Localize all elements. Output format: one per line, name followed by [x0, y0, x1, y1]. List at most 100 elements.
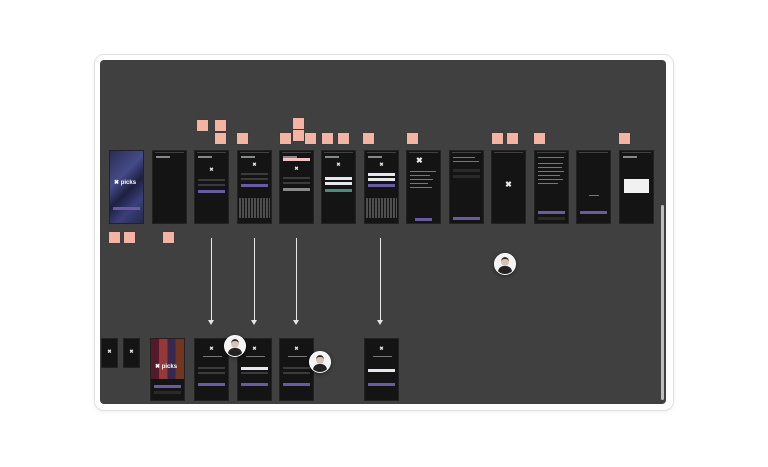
- input-field[interactable]: [368, 173, 395, 176]
- sticky-note[interactable]: [534, 133, 545, 144]
- sticky-note[interactable]: [363, 133, 374, 144]
- screen-mini[interactable]: ✖: [101, 338, 118, 368]
- avatar[interactable]: [224, 335, 246, 357]
- arrow-down-icon: [377, 238, 383, 325]
- screen-terms[interactable]: [534, 150, 569, 224]
- input-field[interactable]: [325, 177, 352, 180]
- input-field[interactable]: [241, 372, 268, 374]
- continue-button[interactable]: [283, 188, 310, 191]
- continue-button[interactable]: [580, 211, 607, 214]
- splash-button[interactable]: [113, 207, 140, 210]
- sticky-note[interactable]: [215, 133, 226, 144]
- continue-button[interactable]: [283, 383, 310, 386]
- sticky-note[interactable]: [163, 232, 174, 243]
- input-field[interactable]: [198, 372, 225, 374]
- screen-dialog[interactable]: [619, 150, 654, 224]
- modal-dialog[interactable]: [624, 179, 649, 193]
- status-bar: [452, 152, 481, 155]
- sticky-note[interactable]: [124, 232, 135, 243]
- status-bar: [155, 152, 184, 155]
- screen-loading[interactable]: ✖: [491, 150, 526, 224]
- design-canvas[interactable]: ✖ picks ✖ ✖ ✖ ✖: [100, 60, 666, 404]
- sticky-note[interactable]: [237, 133, 248, 144]
- sticky-note[interactable]: [322, 133, 333, 144]
- screen-select-options[interactable]: [449, 150, 484, 224]
- input-field[interactable]: [241, 367, 268, 370]
- sticky-note[interactable]: [407, 133, 418, 144]
- screen-empty[interactable]: [576, 150, 611, 224]
- sticky-note[interactable]: [305, 133, 316, 144]
- text-line: [410, 187, 432, 188]
- text-line: [589, 195, 599, 196]
- input-field[interactable]: [325, 182, 352, 185]
- input-field[interactable]: [241, 178, 268, 180]
- keyboard[interactable]: [239, 198, 270, 218]
- status-bar: [537, 152, 566, 155]
- screen-header: [198, 156, 212, 158]
- input-field[interactable]: [198, 179, 225, 181]
- screen-onboarding-intro[interactable]: ✖: [406, 150, 441, 224]
- input-field[interactable]: [283, 177, 310, 179]
- sticky-note[interactable]: [492, 133, 503, 144]
- avatar[interactable]: [494, 253, 516, 275]
- continue-button[interactable]: [241, 383, 268, 386]
- continue-button[interactable]: [368, 383, 395, 386]
- screen-welcome-form[interactable]: ✖: [194, 150, 229, 224]
- vertical-scrollbar[interactable]: [661, 205, 664, 400]
- decline-button[interactable]: [538, 217, 565, 220]
- text-line: [538, 157, 564, 158]
- option-row[interactable]: [453, 169, 480, 172]
- keyboard[interactable]: [366, 198, 397, 218]
- continue-button[interactable]: [368, 184, 395, 187]
- splash-secondary-button[interactable]: [154, 391, 181, 394]
- input-field[interactable]: [198, 184, 225, 186]
- sticky-note[interactable]: [338, 133, 349, 144]
- input-field[interactable]: [198, 367, 225, 369]
- input-field[interactable]: [241, 173, 268, 175]
- screen-splash[interactable]: ✖ picks: [109, 150, 144, 224]
- splash-button[interactable]: [154, 385, 181, 388]
- screen-welcome-filled[interactable]: ✖: [321, 150, 356, 224]
- sticky-note[interactable]: [619, 133, 630, 144]
- sticky-note[interactable]: [293, 130, 304, 141]
- sticky-note[interactable]: [215, 120, 226, 131]
- status-bar: [622, 152, 651, 155]
- screen-welcome-keyboard[interactable]: ✖: [237, 150, 272, 224]
- sticky-note[interactable]: [293, 118, 304, 129]
- sticky-note[interactable]: [197, 120, 208, 131]
- continue-button[interactable]: [241, 184, 268, 187]
- continue-button[interactable]: [325, 189, 352, 192]
- continue-button[interactable]: [415, 218, 432, 221]
- text-line: [538, 175, 560, 176]
- screen-header: [623, 156, 637, 158]
- avatar-head: [231, 339, 239, 348]
- input-field[interactable]: [368, 369, 395, 372]
- arrow-down-icon: [208, 238, 214, 325]
- brand-wordmark: ✖ picks: [114, 180, 137, 186]
- input-field[interactable]: [368, 178, 395, 181]
- sticky-note[interactable]: [109, 232, 120, 243]
- option-row[interactable]: [453, 175, 480, 178]
- screen-welcome-blank[interactable]: [152, 150, 187, 224]
- continue-button[interactable]: [453, 217, 480, 220]
- screen-splash-v2[interactable]: ✖ picks: [150, 338, 185, 401]
- screen-login-v2-filled[interactable]: ✖: [237, 338, 272, 401]
- accept-button[interactable]: [538, 211, 565, 214]
- screen-header: [368, 156, 382, 158]
- avatar-body: [228, 348, 242, 356]
- screen-login-v2[interactable]: ✖: [194, 338, 229, 401]
- sticky-note[interactable]: [280, 133, 291, 144]
- continue-button[interactable]: [198, 383, 225, 386]
- screen-mini[interactable]: ✖: [123, 338, 140, 368]
- avatar[interactable]: [309, 351, 331, 373]
- screen-login-v2-error[interactable]: ✖: [279, 338, 314, 401]
- continue-button[interactable]: [198, 190, 225, 193]
- screen-login-v2-alt[interactable]: ✖: [364, 338, 399, 401]
- avatar-body: [313, 364, 327, 372]
- input-field[interactable]: [283, 367, 310, 369]
- screen-welcome-keyboard-2[interactable]: ✖: [364, 150, 399, 224]
- screen-welcome-error[interactable]: ✖: [279, 150, 314, 224]
- input-field[interactable]: [283, 182, 310, 184]
- input-field[interactable]: [283, 372, 310, 374]
- sticky-note[interactable]: [507, 133, 518, 144]
